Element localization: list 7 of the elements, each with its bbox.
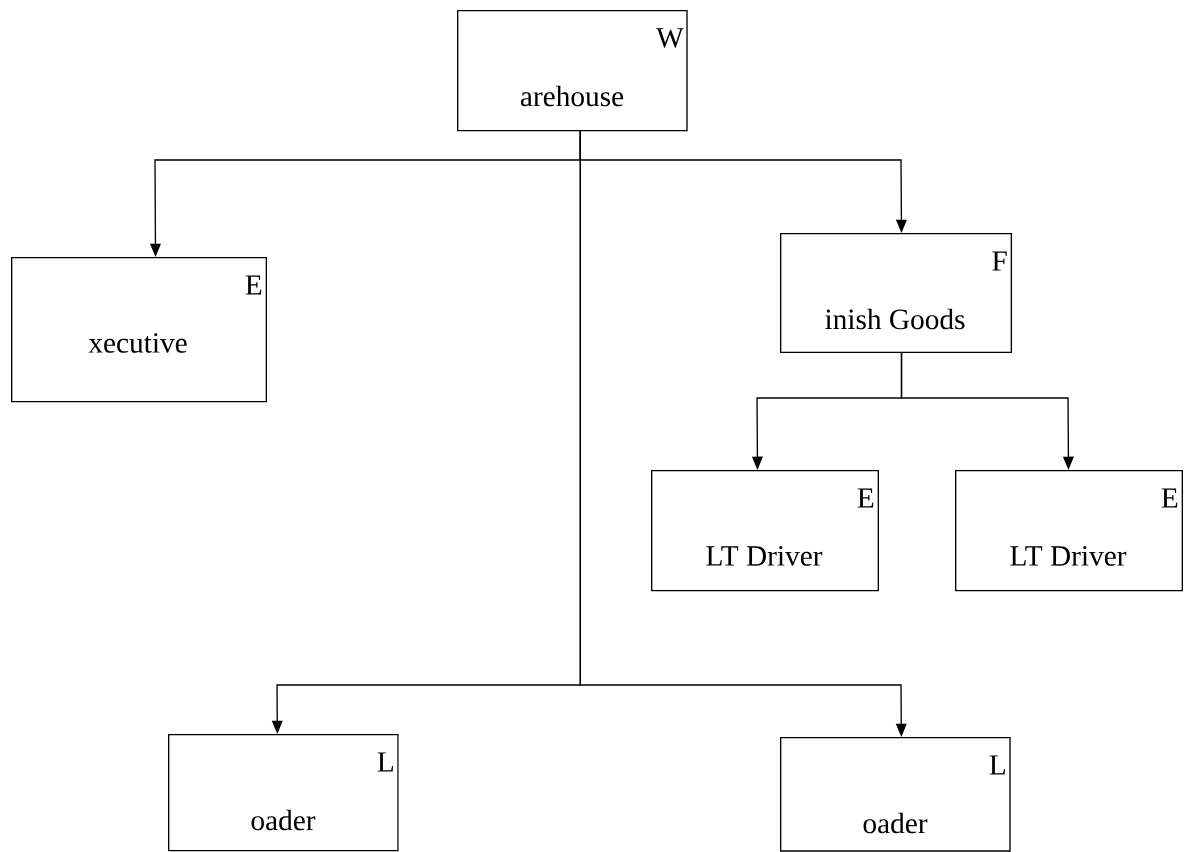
org-box: L oader bbox=[168, 734, 399, 852]
org-box: F inish Goods bbox=[780, 233, 1012, 353]
org-box: E xecutive bbox=[11, 257, 267, 403]
org-box: E LT Driver bbox=[955, 470, 1183, 592]
org-box: E LT Driver bbox=[651, 470, 879, 592]
org-box: W arehouse bbox=[457, 10, 688, 132]
org-box: L oader bbox=[780, 737, 1011, 852]
